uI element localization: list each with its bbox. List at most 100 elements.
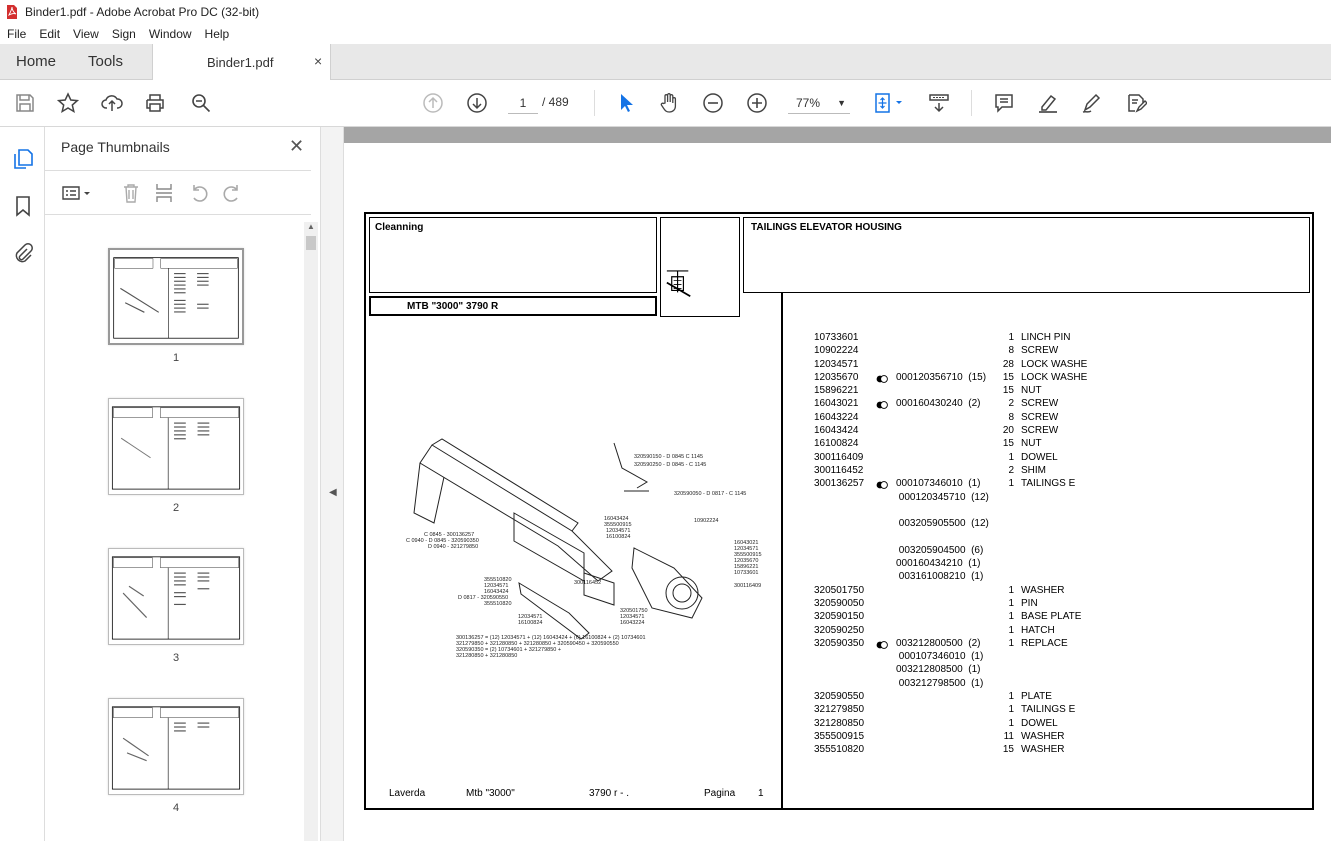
part-symbol-icon — [666, 270, 691, 298]
panel-close-icon[interactable]: ✕ — [289, 136, 305, 156]
tab-close-icon[interactable]: × — [314, 53, 323, 69]
fill-sign-icon[interactable] — [1124, 91, 1148, 115]
svg-text:D 0817 - 320590550: D 0817 - 320590550 — [458, 595, 508, 601]
next-page-icon[interactable] — [465, 91, 489, 115]
model-title: MTB "3000" 3790 R — [407, 301, 499, 312]
thumbnail-page[interactable] — [108, 698, 244, 795]
title-box: TAILINGS ELEVATOR HOUSING — [743, 217, 1310, 293]
delete-page-icon[interactable] — [119, 181, 143, 205]
svg-text:15896221: 15896221 — [734, 564, 758, 570]
svg-text:320590350 = (2) 10734601 + 321: 320590350 = (2) 10734601 + 321279850 + — [456, 647, 561, 653]
thumbnail-page[interactable] — [108, 248, 244, 345]
thumbnails-panel: Page Thumbnails ✕ 1 2 3 4 ▲ — [45, 127, 321, 841]
search-icon[interactable] — [189, 91, 213, 115]
menu-view[interactable]: View — [73, 27, 99, 41]
part-code: 320590550 — [814, 691, 865, 703]
page-thumbnails-icon[interactable] — [11, 147, 35, 171]
thumbnail-scrollbar[interactable]: ▲ — [304, 222, 318, 841]
scroll-up-icon[interactable]: ▲ — [307, 222, 315, 231]
thumbnail-page[interactable] — [108, 548, 244, 645]
part-description: TAILINGS E — [1021, 478, 1076, 490]
menu-window[interactable]: Window — [148, 27, 192, 41]
tab-document-label: Binder1.pdf — [207, 55, 274, 70]
svg-text:12034571: 12034571 — [620, 614, 644, 620]
menu-edit[interactable]: Edit — [39, 27, 61, 41]
prev-page-icon[interactable] — [421, 91, 445, 115]
menu-sign[interactable]: Sign — [111, 27, 136, 41]
part-code: 16100824 — [814, 438, 859, 450]
tab-home[interactable]: Home — [16, 53, 57, 70]
part-qty: 15 — [1002, 438, 1014, 450]
part-qty: 1 — [1008, 704, 1014, 716]
svg-text:320590250 - D 0845 - C 1145: 320590250 - D 0845 - C 1145 — [634, 462, 706, 468]
part-code: 321280850 — [814, 717, 865, 729]
window-title: Binder1.pdf - Adobe Acrobat Pro DC (32-b… — [25, 5, 260, 19]
zoom-out-icon[interactable] — [701, 91, 725, 115]
part-code: 320590150 — [814, 611, 865, 623]
attachments-icon[interactable] — [11, 241, 35, 265]
scrollbar-thumb[interactable] — [306, 236, 316, 250]
column-divider — [781, 293, 783, 810]
thumbnail-page[interactable] — [108, 398, 244, 495]
thumbnail-number: 4 — [172, 802, 180, 814]
part-qty: 8 — [1008, 345, 1014, 357]
part-ref: 000120345710 (12) — [896, 491, 989, 503]
part-description: BASE PLATE — [1021, 611, 1082, 623]
print-icon[interactable] — [143, 91, 167, 115]
pdf-page: Cleanning MTB "3000" 3790 R TAILINGS ELE… — [344, 143, 1331, 841]
save-icon[interactable] — [13, 91, 37, 115]
part-description: SCREW — [1021, 425, 1059, 437]
svg-text:C 0845 - 300136257: C 0845 - 300136257 — [424, 532, 474, 538]
menu-bar: File Edit View Sign Window Help — [0, 24, 1331, 44]
svg-text:16043224: 16043224 — [620, 620, 644, 626]
draw-pen-icon[interactable] — [1080, 91, 1104, 115]
part-description: PIN — [1021, 597, 1038, 609]
part-description: PLATE — [1021, 691, 1052, 703]
page-number-input[interactable]: 1 — [508, 92, 538, 114]
bookmark-star-icon[interactable] — [56, 91, 80, 115]
footer-page-label: Pagina — [704, 788, 736, 799]
exploded-diagram: 320590150 - D 0845 C 1145 320590250 - D … — [406, 438, 762, 659]
insert-page-icon[interactable] — [152, 181, 176, 205]
part-code: 12035670 — [814, 371, 859, 383]
part-description: NUT — [1021, 385, 1042, 397]
tab-tools[interactable]: Tools — [88, 53, 124, 70]
hand-tool-icon[interactable] — [657, 91, 681, 115]
svg-text:355500915: 355500915 — [734, 552, 762, 558]
comment-icon[interactable] — [992, 91, 1016, 115]
tab-document[interactable]: Binder1.pdf × — [152, 44, 331, 81]
document-title: TAILINGS ELEVATOR HOUSING — [751, 222, 902, 233]
fit-page-icon[interactable] — [872, 91, 906, 115]
rotate-ccw-icon[interactable] — [187, 181, 211, 205]
upload-cloud-icon[interactable] — [100, 91, 124, 115]
svg-text:C 0940 - D 0845 - 320590350: C 0940 - D 0845 - 320590350 — [406, 538, 479, 544]
bookmarks-icon[interactable] — [11, 194, 35, 218]
zoom-select[interactable]: 77%▼ — [788, 92, 850, 114]
zoom-in-icon[interactable] — [745, 91, 769, 115]
part-code: 355500915 — [814, 730, 865, 742]
panel-title: Page Thumbnails — [61, 139, 170, 155]
rotate-cw-icon[interactable] — [220, 181, 244, 205]
thumbnail-number: 2 — [172, 502, 180, 514]
section-title: Cleanning — [375, 222, 424, 233]
chevron-down-icon: ▼ — [837, 98, 846, 108]
part-code: 300136257 — [814, 478, 865, 490]
part-qty: 15 — [1002, 371, 1014, 383]
part-code: 320590250 — [814, 624, 865, 636]
replacement-marker-icon — [876, 480, 888, 493]
select-cursor-icon[interactable] — [614, 91, 638, 115]
left-rail — [0, 127, 45, 841]
highlight-pen-icon[interactable] — [1036, 91, 1060, 115]
menu-help[interactable]: Help — [204, 27, 230, 41]
svg-text:300136257 = (12) 12034571 + (1: 300136257 = (12) 12034571 + (12) 1604342… — [456, 635, 646, 641]
thumbnail-options-icon[interactable] — [59, 181, 93, 205]
model-box: MTB "3000" 3790 R — [369, 296, 657, 316]
collapse-panel-handle[interactable]: ◀ — [321, 127, 344, 841]
scroll-mode-icon[interactable] — [927, 91, 951, 115]
part-ref: 003212798500 (1) — [896, 677, 984, 689]
menu-file[interactable]: File — [7, 27, 27, 41]
replacement-marker-icon — [876, 374, 888, 387]
part-qty: 1 — [1008, 611, 1014, 623]
part-qty: 1 — [1008, 637, 1014, 649]
part-qty: 11 — [1003, 730, 1014, 742]
